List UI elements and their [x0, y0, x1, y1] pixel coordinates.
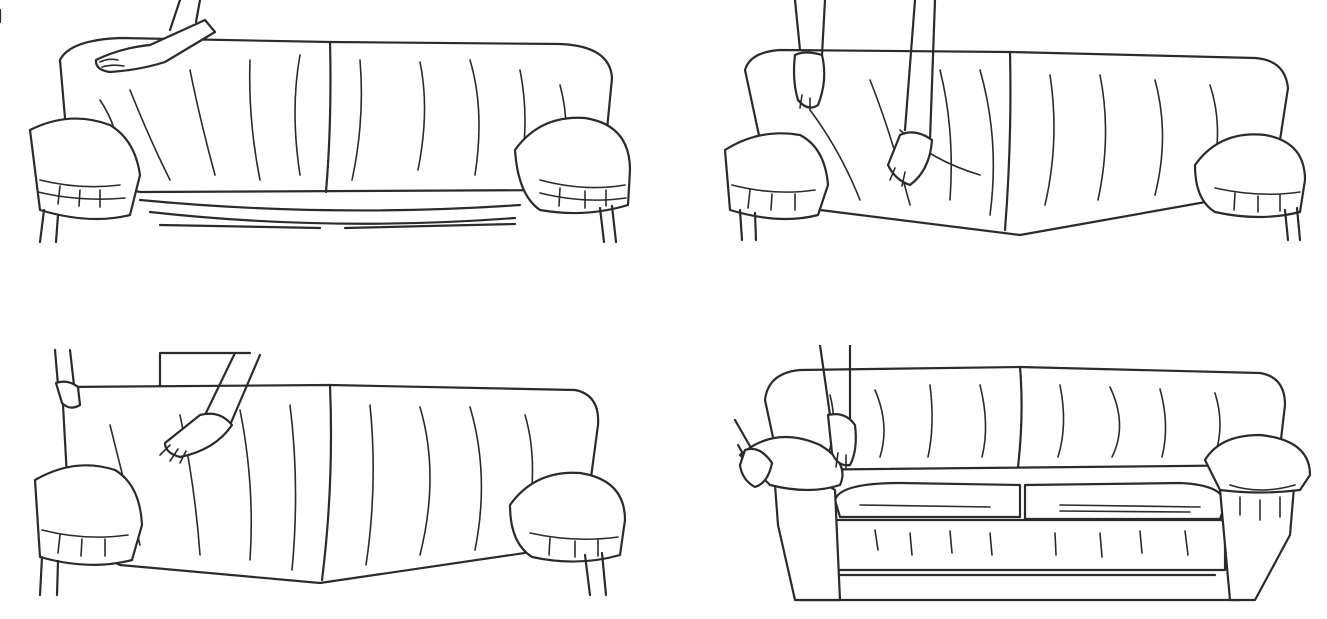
hand-icon — [55, 350, 80, 408]
sofa-back-cover — [745, 50, 1288, 235]
seat-cushion-right — [1025, 483, 1225, 519]
left-armrest — [775, 480, 840, 600]
step-1-panel — [0, 0, 640, 250]
right-arm-cushion — [1205, 435, 1310, 493]
right-armrest — [510, 473, 625, 562]
step-4-drawing — [700, 345, 1327, 615]
right-armrest — [1195, 134, 1305, 217]
step-1-drawing — [0, 0, 640, 250]
step-4-panel — [700, 345, 1327, 615]
step-3-drawing — [0, 345, 640, 615]
seat-cushion-left — [835, 483, 1020, 517]
sofa-base — [830, 520, 1225, 570]
step-2-panel — [700, 0, 1327, 250]
left-armrest — [35, 465, 142, 565]
step-3-panel — [0, 345, 640, 615]
hand-icon — [794, 0, 825, 110]
left-armrest — [725, 133, 828, 219]
step-2-drawing — [700, 0, 1327, 250]
